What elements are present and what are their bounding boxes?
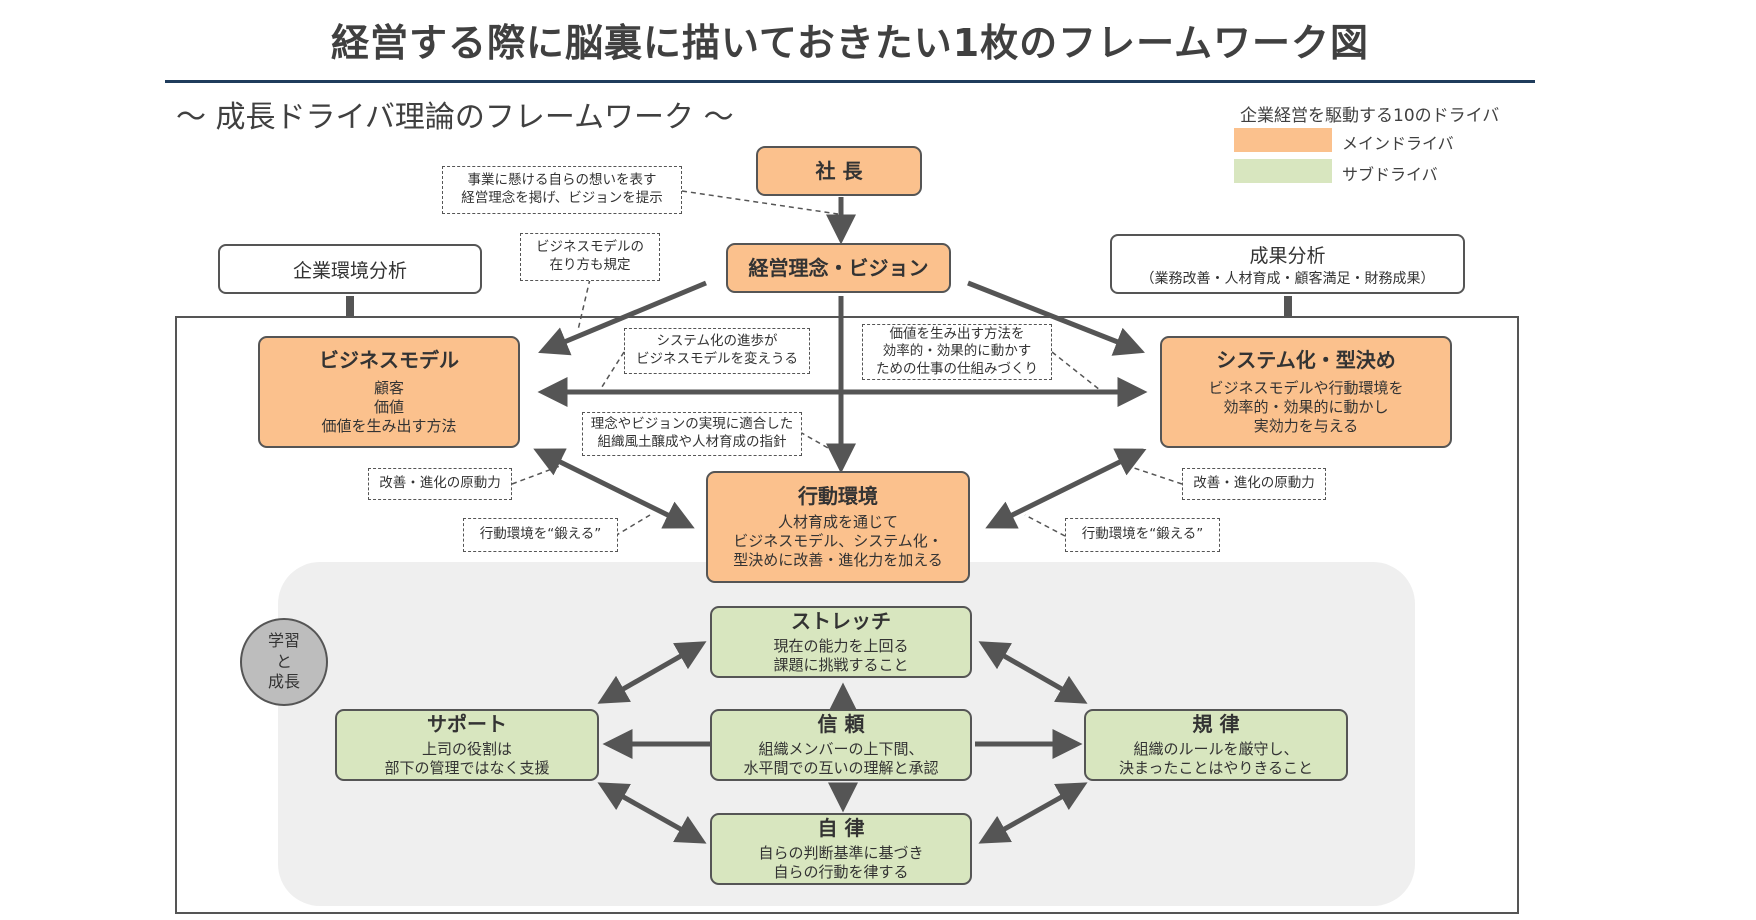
legend-swatch-sub: [1234, 159, 1332, 183]
node-line: 組織のルールを厳守し、: [1133, 740, 1299, 759]
node-line: 型決めに改善・進化力を加える: [733, 550, 943, 569]
environment-analysis-header: 企業環境分析: [218, 244, 482, 294]
node-line: 組織メンバーの上下間、: [758, 740, 924, 759]
note-forge-left: 行動環境を“鍛える”: [463, 518, 618, 552]
leader-forge-left: [614, 514, 651, 537]
arrow-system-action: [985, 448, 1147, 529]
node-line: 実効力を与える: [1253, 416, 1359, 435]
node-line: 現在の能力を上回る: [773, 637, 909, 656]
node-title: システム化・型決め: [1216, 348, 1396, 373]
node-title: 経営理念・ビジョン: [748, 255, 929, 280]
note-line: 組織風土醸成や人材育成の指針: [597, 434, 787, 450]
node-trust: 信 頼 組織メンバーの上下間、 水平間での互いの理解と承認: [710, 709, 972, 781]
note-line: 効率的・効果的に動かす: [882, 343, 1032, 360]
note-line: 事業に懸ける自らの想いを表す: [467, 172, 657, 189]
node-business-model: ビジネスモデル 顧客 価値 価値を生み出す方法: [258, 336, 520, 448]
results-analysis-title: 成果分析: [1249, 244, 1326, 267]
node-action-environment: 行動環境 人材育成を通じて ビジネスモデル、システム化・ 型決めに改善・進化力を…: [706, 471, 970, 583]
note-improve-right: 改善・進化の原動力: [1182, 468, 1326, 500]
node-line: ビジネスモデルや行動環境を: [1208, 379, 1404, 398]
note-forge-right: 行動環境を“鍛える”: [1065, 518, 1220, 552]
node-title: 信 頼: [817, 712, 865, 737]
node-autonomy: 自 律 自らの判断基準に基づき 自らの行動を律する: [710, 813, 972, 885]
leader-system-progress: [599, 351, 625, 391]
note-value-method: 価値を生み出す方法を 効率的・効果的に動かす ための仕事の仕組みづくり: [862, 324, 1052, 380]
node-systemization: システム化・型決め ビジネスモデルや行動環境を 効率的・効果的に動かし 実効力を…: [1160, 336, 1452, 448]
node-discipline: 規 律 組織のルールを厳守し、 決まったことはやりきること: [1084, 709, 1348, 781]
environment-analysis-label: 企業環境分析: [292, 259, 407, 282]
legend-swatch-main: [1234, 128, 1332, 152]
leader-forge-right: [1024, 514, 1066, 537]
note-line: 改善・進化の原動力: [1193, 475, 1315, 492]
title-divider: [165, 80, 1535, 83]
legend-label-sub: サブドライバ: [1342, 165, 1438, 184]
leader-value-method: [1051, 351, 1101, 391]
node-line: 価値: [373, 398, 404, 417]
results-analysis-detail: （業務改善・人材育成・顧客満足・財務成果）: [1140, 270, 1435, 287]
legend-label-main: メインドライバ: [1342, 134, 1454, 153]
node-line: 上司の役割は: [421, 740, 512, 759]
node-line: 自らの行動を律する: [773, 863, 909, 881]
arrow-discipline-autonomy: [978, 782, 1088, 844]
page-title: 経営する際に脳裏に描いておきたい1枚のフレームワーク図: [330, 21, 1370, 65]
node-line: 水平間での互いの理解と承認: [743, 759, 939, 777]
note-line: ビジネスモデルの: [536, 239, 644, 256]
note-line: 価値を生み出す方法を: [889, 325, 1025, 342]
arrow-stretch-support: [597, 641, 707, 704]
arrow-bm-action: [533, 448, 695, 529]
node-line: 自らの判断基準に基づき: [758, 844, 924, 863]
framework-frame: [175, 316, 1519, 914]
badge-line: と: [275, 651, 292, 671]
note-line: システム化の進歩が: [656, 333, 778, 350]
arrow-philosophy-to-bm: [538, 280, 707, 356]
legend-title: 企業経営を駆動する10のドライバ: [1240, 106, 1500, 126]
node-line: 課題に挑戦すること: [773, 656, 909, 674]
note-line: ための仕事の仕組みづくり: [876, 360, 1038, 377]
leader-culture: [799, 431, 836, 453]
framework-subtitle: ～ 成長ドライバ理論のフレームワーク ～: [176, 100, 734, 135]
learning-growth-badge: 学習 と 成長: [240, 618, 328, 706]
leader-improve-left: [511, 465, 561, 485]
node-line: 人材育成を通じて: [777, 513, 898, 532]
node-title: ストレッチ: [791, 609, 891, 634]
note-system-progress: システム化の進歩が ビジネスモデルを変えうる: [624, 328, 810, 374]
node-title: 社 長: [815, 158, 863, 183]
node-title: 行動環境: [798, 484, 878, 509]
node-line: 部下の管理ではなく支援: [384, 759, 550, 777]
node-president: 社 長: [756, 146, 922, 196]
note-business-model-defined: ビジネスモデルの 在り方も規定: [520, 233, 660, 281]
arrow-philosophy-to-system: [967, 280, 1145, 356]
note-line: 理念やビジョンの実現に適合した: [590, 416, 794, 433]
node-stretch: ストレッチ 現在の能力を上回る 課題に挑戦すること: [710, 606, 972, 678]
node-line: 効率的・効果的に動かし: [1223, 398, 1389, 417]
arrow-support-autonomy: [597, 782, 707, 844]
node-line: 決まったことはやりきること: [1118, 759, 1314, 777]
node-title: 規 律: [1192, 712, 1240, 737]
note-line: 経営理念を掲げ、ビジョンを提示: [461, 190, 663, 206]
note-line: 改善・進化の原動力: [379, 475, 501, 492]
badge-line: 成長: [267, 672, 300, 692]
leader-bm-note: [577, 278, 591, 331]
arrow-stretch-discipline: [978, 641, 1088, 704]
node-title: 自 律: [817, 816, 865, 841]
leader-improve-right: [1127, 465, 1183, 485]
note-president: 事業に懸ける自らの想いを表す 経営理念を掲げ、ビジョンを提示: [442, 166, 682, 214]
node-line: 顧客: [373, 379, 404, 398]
note-improve-left: 改善・進化の原動力: [368, 468, 512, 500]
results-analysis-header: 成果分析 （業務改善・人材育成・顧客満足・財務成果）: [1110, 234, 1465, 294]
node-title: ビジネスモデル: [319, 348, 459, 373]
node-title: サポート: [427, 712, 507, 737]
note-line: ビジネスモデルを変えうる: [636, 351, 798, 367]
badge-line: 学習: [267, 630, 300, 650]
node-philosophy-vision: 経営理念・ビジョン: [726, 243, 951, 293]
node-line: ビジネスモデル、システム化・: [733, 532, 943, 551]
note-line: 行動環境を“鍛える”: [1081, 526, 1204, 543]
node-support: サポート 上司の役割は 部下の管理ではなく支援: [335, 709, 599, 781]
note-line: 行動環境を“鍛える”: [479, 526, 602, 543]
note-culture-guideline: 理念やビジョンの実現に適合した 組織風土醸成や人材育成の指針: [582, 412, 802, 456]
note-line: 在り方も規定: [549, 257, 631, 273]
node-line: 価値を生み出す方法: [321, 416, 457, 435]
